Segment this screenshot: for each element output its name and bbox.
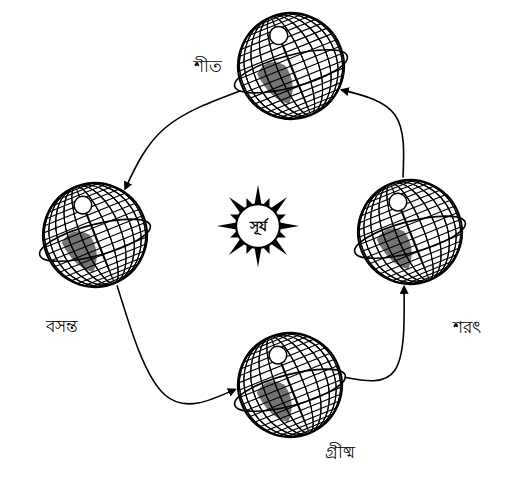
- globe-drawing: [238, 333, 342, 437]
- globe-figure: [342, 164, 477, 299]
- meridian-line: [349, 167, 471, 297]
- globe-drawing: [43, 183, 147, 287]
- meridian-line: [229, 0, 354, 132]
- pole-cap: [71, 194, 94, 217]
- globe-figure: [222, 0, 360, 135]
- orbit-ring: [231, 41, 352, 102]
- globe-figure: [222, 317, 357, 452]
- globe-figure: [27, 167, 162, 302]
- pole-cap: [386, 191, 409, 214]
- meridian-line: [344, 165, 476, 299]
- meridian-line: [236, 3, 345, 129]
- sun-ray: [217, 223, 237, 230]
- meridian-line: [236, 3, 345, 129]
- meridian-line: [34, 170, 156, 300]
- meridian-line: [236, 323, 343, 447]
- meridian-line: [236, 323, 343, 447]
- season-globe: গ্রীষ্ম: [238, 333, 342, 437]
- meridian-line: [349, 167, 471, 297]
- sun-label: সূর্য: [250, 218, 267, 235]
- meridian-line: [356, 170, 463, 294]
- orbit-arrow: [117, 285, 235, 403]
- orbit-ring: [231, 360, 350, 420]
- globe-drawing: [238, 13, 344, 119]
- globe-outline: [222, 0, 360, 135]
- sun-node: সূর্য: [216, 184, 300, 268]
- season-label: শরৎ: [453, 317, 481, 337]
- globe-body: [222, 0, 360, 135]
- globe-body: [342, 164, 477, 299]
- season-label: গ্রীষ্ম: [325, 442, 355, 462]
- meridian-line: [344, 165, 476, 299]
- globe-outline: [342, 164, 477, 299]
- season-globe: শীত: [238, 13, 344, 119]
- sun-ray: [255, 185, 262, 205]
- sun-figure: [217, 185, 299, 267]
- sun-ray: [255, 248, 262, 268]
- orbit-arrow: [344, 287, 404, 381]
- meridian-line: [229, 320, 351, 450]
- meridian-line: [229, 0, 354, 132]
- globe-body: [27, 167, 162, 302]
- season-globe: বসন্ত: [43, 183, 147, 287]
- meridian-line: [224, 0, 359, 134]
- sun-ray: [280, 223, 300, 230]
- globe-outline: [222, 317, 357, 452]
- meridian-line: [34, 170, 156, 300]
- globe-body: [222, 317, 357, 452]
- season-label: শীত: [194, 56, 222, 76]
- orbit-ring: [36, 210, 155, 270]
- meridian-line: [224, 318, 356, 452]
- meridian-line: [29, 168, 161, 302]
- meridian-line: [342, 164, 477, 299]
- meridian-line: [356, 170, 463, 294]
- globe-outline: [27, 167, 162, 302]
- meridian-line: [27, 167, 162, 302]
- pole-cap: [266, 344, 289, 367]
- meridian-line: [41, 173, 148, 297]
- sun-disc: [236, 204, 280, 248]
- season-label: বসন্ত: [46, 316, 78, 336]
- orbit-arrow: [342, 90, 404, 178]
- meridian-line: [229, 320, 351, 450]
- season-globe: শরৎ: [358, 180, 462, 284]
- meridian-line: [29, 168, 161, 302]
- meridian-line: [222, 317, 357, 452]
- meridian-line: [41, 173, 148, 297]
- pole-cap: [267, 24, 290, 47]
- orbit-ring: [351, 207, 470, 267]
- orbit-arrow: [125, 91, 241, 189]
- globe-drawing: [358, 180, 462, 284]
- meridian-line: [224, 0, 359, 134]
- meridian-line: [224, 318, 356, 452]
- meridian-line: [222, 0, 360, 135]
